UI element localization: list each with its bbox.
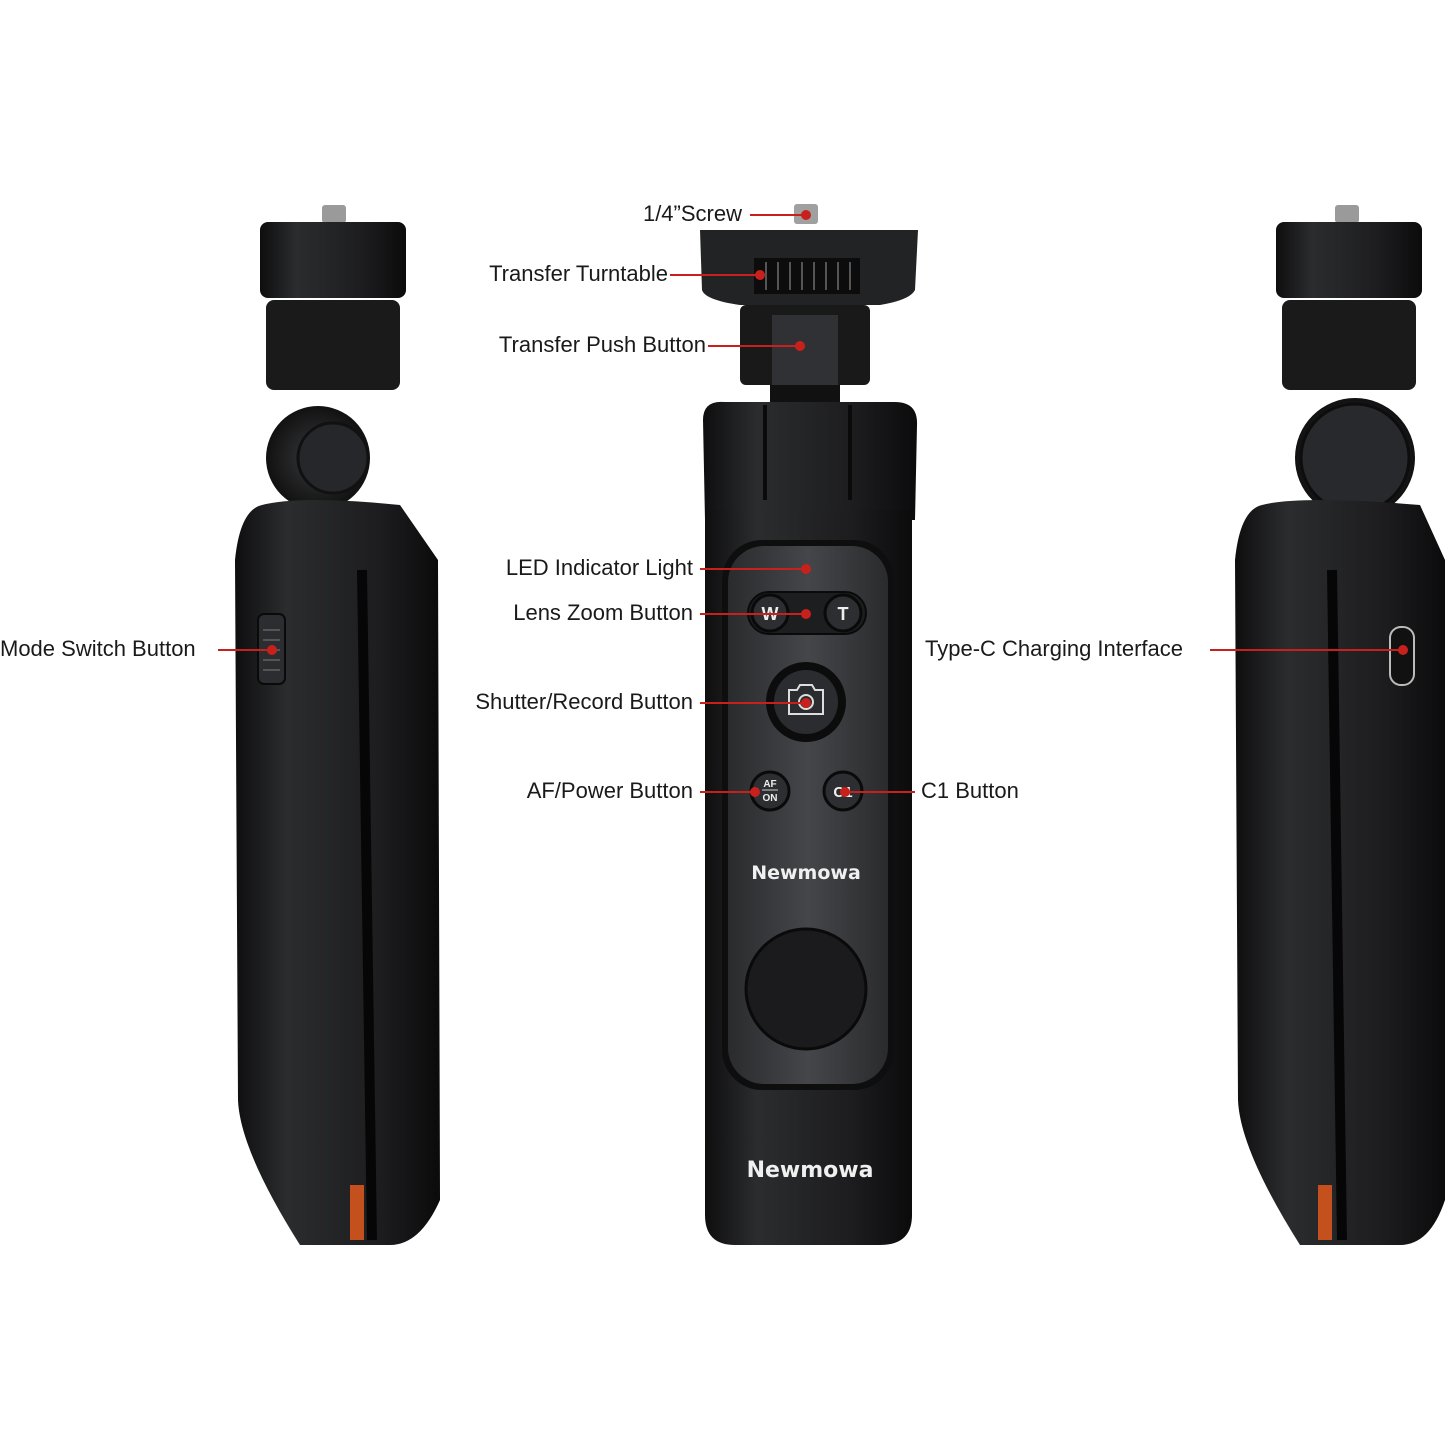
zoom-tele-button	[823, 593, 863, 633]
brand-logo-body: Newmowa	[747, 1158, 874, 1183]
label-screw: 1/4”Screw	[642, 201, 742, 226]
type-c-port	[1389, 626, 1415, 686]
label-transfer-turntable: Transfer Turntable	[489, 261, 668, 286]
label-type-c: Type-C Charging Interface	[925, 636, 1184, 661]
screw-left	[322, 205, 346, 223]
on-label: ON	[763, 793, 778, 804]
left-side-view	[235, 205, 440, 1245]
zoom-tele-label: T	[838, 604, 849, 624]
right-side-view	[1235, 205, 1445, 1245]
label-led-indicator: LED Indicator Light	[505, 555, 693, 580]
transfer-push-button	[772, 315, 838, 395]
label-af-power: AF/Power Button	[526, 778, 693, 803]
label-lens-zoom: Lens Zoom Button	[513, 600, 693, 625]
tripod-dial	[744, 927, 868, 1051]
label-transfer-push-button: Transfer Push Button	[498, 332, 706, 357]
front-view: W T AF ON C1 Newmowa Newmowa	[700, 204, 918, 1245]
label-shutter-record: Shutter/Record Button	[475, 689, 693, 714]
brand-logo-panel: Newmowa	[751, 862, 861, 884]
orange-accent-left	[350, 1185, 364, 1240]
transfer-turntable	[754, 258, 860, 294]
leader-lines	[218, 210, 1408, 797]
label-c1-button: C1 Button	[921, 778, 1019, 803]
label-mode-switch: Mode Switch Button	[0, 636, 196, 661]
af-label: AF	[763, 779, 776, 790]
